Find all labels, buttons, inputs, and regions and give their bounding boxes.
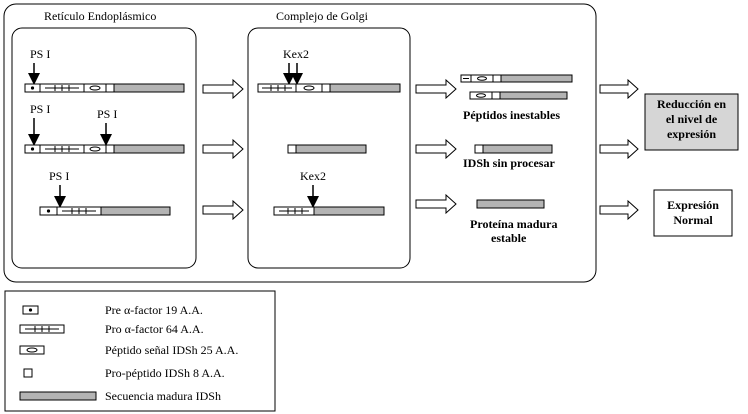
normal-box: [653, 189, 733, 237]
mature-sequence-segment: [295, 144, 367, 154]
outcome-reduction: Reducción en el nivel de expresión: [644, 93, 739, 151]
flow-arrow: [202, 199, 244, 221]
flow-arrow: [202, 78, 244, 100]
flow-arrows-golgi-to-products: [415, 78, 457, 215]
psi-label: PS I: [30, 102, 50, 116]
unstable-peptides-label: Péptidos inestables: [463, 108, 560, 122]
golgi-panel: [247, 27, 411, 269]
golgi-title: Complejo de Golgi: [276, 9, 369, 23]
legend-label: Péptido señal IDSh 25 A.A.: [105, 343, 238, 357]
er-construct-3: PS I: [39, 169, 171, 216]
legend-swatch-mature: [19, 391, 97, 401]
propeptide-segment: [287, 144, 297, 154]
reduction-line2: el nivel de: [666, 112, 718, 126]
er-panel: [11, 27, 197, 269]
flow-arrow: [599, 78, 639, 100]
outcome-normal: Expresión Normal: [653, 189, 733, 237]
flow-arrow: [415, 78, 457, 100]
product-mature-stable: Proteína madura estable: [470, 199, 557, 245]
flow-arrows-er-to-golgi: [202, 78, 244, 221]
reduction-line1: Reducción en: [657, 97, 726, 111]
legend-label: Pro α-factor 64 A.A.: [105, 322, 204, 336]
mature-label-line2: estable: [491, 231, 527, 245]
flow-arrow: [202, 138, 244, 160]
outer-frame: [3, 3, 597, 283]
normal-line1: Expresión: [667, 198, 719, 212]
legend-swatch-propeptide: [23, 368, 33, 378]
legend-label: Pre α-factor 19 A.A.: [105, 303, 203, 317]
signal-peptide-segment: [83, 83, 107, 93]
propeptide-segment: [321, 83, 331, 93]
er-construct-2: PS I PS I: [24, 102, 185, 154]
propeptide-segment: [105, 144, 115, 154]
psi-label: PS I: [97, 107, 117, 121]
kex2-label: Kex2: [283, 47, 309, 61]
mature-sequence-segment: [113, 144, 185, 154]
golgi-construct-2: [287, 144, 367, 154]
legend-label: Secuencia madura IDSh: [105, 389, 221, 403]
reduction-line3: expresión: [667, 127, 716, 141]
mature-sequence-segment: [113, 83, 185, 93]
product-unstable-peptides: Péptidos inestables: [460, 74, 573, 122]
legend-box: [4, 290, 276, 412]
product-unprocessed: IDSh sin procesar: [463, 144, 555, 170]
psi-label: PS I: [49, 169, 69, 183]
kex2-label: Kex2: [300, 169, 326, 183]
psi-label: PS I: [30, 47, 50, 61]
flow-arrow: [415, 138, 457, 160]
mature-sequence-segment: [100, 206, 171, 216]
signal-peptide-segment: [83, 144, 107, 154]
er-construct-1: PS I: [24, 47, 185, 93]
legend-label: Pro-péptido IDSh 8 A.A.: [105, 366, 225, 380]
unprocessed-label: IDSh sin procesar: [463, 156, 555, 170]
er-title: Retículo Endoplásmico: [44, 9, 156, 23]
normal-line2: Normal: [673, 213, 713, 227]
mature-label-line1: Proteína madura: [470, 217, 557, 231]
flow-arrow: [599, 199, 639, 221]
reduction-box: [644, 93, 739, 151]
flow-arrows-products-to-outcome: [599, 78, 639, 221]
legend: Pre α-factor 19 A.A. Pro α-factor 64 A.A…: [4, 290, 276, 412]
propeptide-segment: [105, 83, 115, 93]
flow-arrow: [415, 193, 457, 215]
flow-arrow: [599, 138, 639, 160]
golgi-construct-1: Kex2: [257, 47, 401, 93]
golgi-construct-3: Kex2: [273, 169, 385, 216]
mature-sequence-segment: [313, 206, 385, 216]
signal-peptide-segment: [295, 83, 323, 93]
mature-sequence-segment: [329, 83, 401, 93]
legend-swatch-signal-peptide: [19, 345, 45, 355]
